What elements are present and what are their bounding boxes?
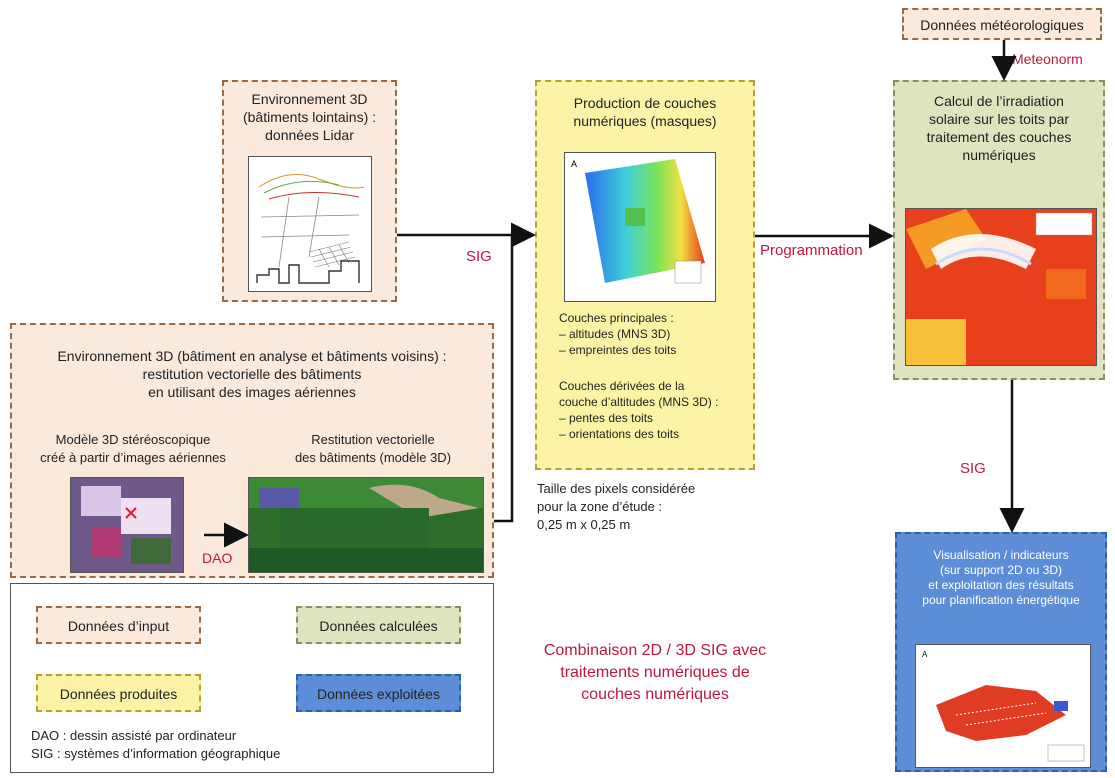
calcul-label: Calcul de l’irradiation solaire sur les … [926,93,1072,163]
production-box: Production de couches numériques (masque… [535,80,755,470]
legend-calculees-label: Données calculées [319,618,438,634]
stereo-image [70,477,184,573]
lidar-box: Environnement 3D (bâtiments lointains) :… [222,80,397,302]
visualisation-map-image: A [915,644,1091,768]
svg-text:A: A [571,159,577,169]
legend-abbr-sig: SIG : systèmes d’information géographiqu… [31,746,281,761]
production-map-image: A [564,152,716,302]
pixel-size-note: Taille des pixels considérée pour la zon… [537,481,696,532]
lidar-image [248,156,372,292]
legend-exploitees: Données exploitées [296,674,461,712]
meteonorm-label: Meteonorm [1012,51,1083,67]
meteo-data-label: Données météorologiques [920,17,1084,33]
legend-exploitees-label: Données exploitées [317,686,440,702]
legend-produites-label: Données produites [59,686,178,702]
svg-text:A: A [922,650,928,659]
legend-input: Données d’input [36,606,201,644]
visualisation-label: Visualisation / indicateurs (sur support… [922,548,1080,607]
calcul-box: Calcul de l’irradiation solaire sur les … [893,80,1105,380]
production-layers-main: Couches principales : – altitudes (MNS 3… [559,311,677,357]
restitution-image [248,477,484,573]
irradiation-map-image [905,208,1097,366]
visualisation-box: Visualisation / indicateurs (sur support… [895,532,1107,772]
lidar-label: Environnement 3D (bâtiments lointains) :… [242,91,377,143]
restitution-label: Restitution vectorielle des bâtiments (m… [294,432,452,465]
sig-label-left: SIG [466,248,492,265]
combinaison-text: Combinaison 2D / 3D SIG avec traitements… [543,642,767,703]
production-layers-derived: Couches dérivées de la couche d’altitude… [559,379,719,441]
legend-box: Données d’input Données calculées Donnée… [10,583,494,773]
legend-calculees: Données calculées [296,606,461,644]
env3d-box: Environnement 3D (bâtiment en analyse et… [10,323,494,578]
programmation-label: Programmation [760,242,863,259]
legend-input-label: Données d’input [67,618,170,634]
legend-abbr-dao: DAO : dessin assisté par ordinateur [31,728,237,743]
legend-produites: Données produites [36,674,201,712]
sig-label-right: SIG [960,460,986,477]
meteo-data-box: Données météorologiques [902,8,1102,40]
env3d-title: Environnement 3D (bâtiment en analyse et… [57,348,447,400]
stereo-label: Modèle 3D stéréoscopique créé à partir d… [40,432,226,465]
arrow-env3d-to-production [494,235,514,523]
dao-label: DAO [202,550,233,566]
production-title: Production de couches numériques (masque… [573,95,717,129]
